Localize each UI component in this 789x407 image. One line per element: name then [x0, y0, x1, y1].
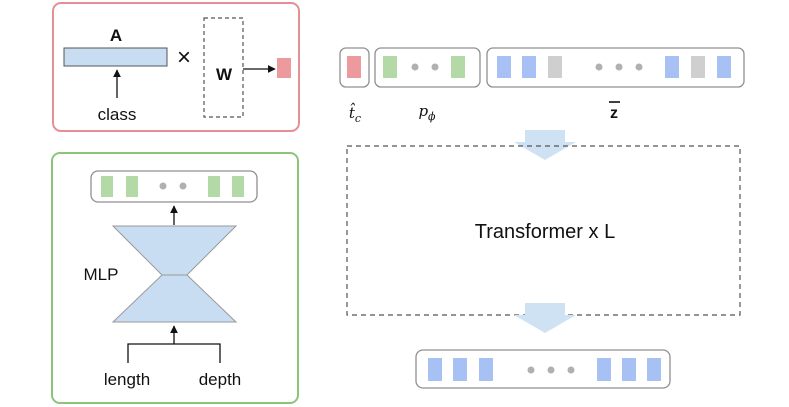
mlp-encoder-shape	[111, 225, 238, 276]
output-token	[428, 358, 442, 381]
output-token-row	[415, 349, 671, 389]
class-input-label: class	[98, 105, 137, 124]
input-token-row: t̂c pϕ z	[339, 47, 745, 125]
masked-token	[691, 56, 705, 78]
mlp-output-token-group	[90, 170, 258, 203]
mlp-panel-border	[51, 152, 299, 404]
class-token-group	[339, 47, 370, 88]
latent-token	[497, 56, 511, 78]
latent-token	[665, 56, 679, 78]
mlp-input-connector	[127, 343, 221, 363]
matrix-a-label: A	[110, 26, 122, 45]
class-token	[347, 56, 361, 78]
output-token	[479, 358, 493, 381]
parameter-token	[451, 56, 465, 78]
class-embedding-panel: A × W class	[52, 2, 300, 132]
ellipsis-dot	[547, 366, 555, 374]
ellipsis-dot	[159, 182, 167, 190]
ellipsis-dot	[567, 366, 575, 374]
class-embedding-panel-border	[52, 2, 300, 132]
depth-input-label: depth	[199, 370, 242, 389]
latent-token-label: z	[610, 105, 618, 122]
parameter-token	[383, 56, 397, 78]
weight-matrix-box	[203, 17, 244, 118]
transformer-label: Transformer x L	[475, 221, 615, 243]
output-token	[647, 358, 661, 381]
parameter-token-label: pϕ	[418, 102, 436, 123]
masked-token	[548, 56, 562, 78]
ellipsis-dot	[595, 63, 603, 71]
output-token	[453, 358, 467, 381]
flow-down-arrow-bottom	[514, 303, 576, 333]
ellipsis-dot	[635, 63, 643, 71]
latent-token	[522, 56, 536, 78]
flow-down-arrow-top	[514, 130, 576, 160]
ellipsis-dot	[615, 63, 623, 71]
ellipsis-dot	[527, 366, 535, 374]
transformer-block: Transformer x L	[346, 145, 741, 316]
latent-token	[717, 56, 731, 78]
mlp-output-token	[208, 176, 220, 197]
latent-token-group	[486, 47, 745, 88]
multiply-symbol: ×	[177, 44, 191, 71]
ellipsis-dot	[431, 63, 439, 71]
output-token	[622, 358, 636, 381]
ellipsis-dot	[179, 182, 187, 190]
parameter-token-group	[374, 47, 481, 88]
class-token-output	[277, 58, 291, 78]
matrix-a-bar	[63, 47, 168, 67]
mlp-label: MLP	[84, 265, 119, 284]
length-input-label: length	[104, 370, 150, 389]
mlp-panel: MLP length depth	[51, 152, 299, 404]
mlp-output-token	[126, 176, 138, 197]
mlp-decoder-shape	[111, 274, 238, 323]
output-token	[597, 358, 611, 381]
output-token-group	[415, 349, 671, 389]
mlp-output-token	[232, 176, 244, 197]
ellipsis-dot	[411, 63, 419, 71]
weight-w-label: W	[216, 65, 233, 84]
mlp-output-token	[101, 176, 113, 197]
class-token-label: t̂c	[349, 103, 361, 125]
